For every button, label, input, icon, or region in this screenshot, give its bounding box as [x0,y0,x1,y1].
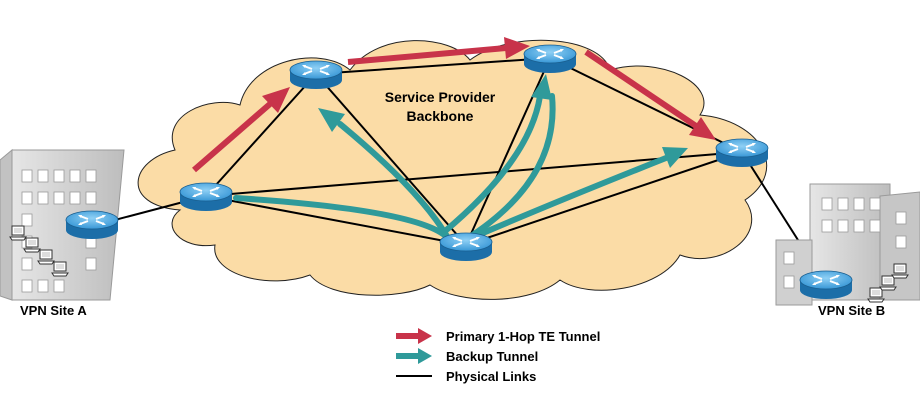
legend-physical-label: Physical Links [446,369,536,384]
backup-tunnel-path [473,155,669,239]
router-icon[interactable] [439,232,493,262]
backup-arrowhead [662,147,688,168]
primary-tunnels [192,37,716,173]
router-icon[interactable] [289,60,343,90]
legend: Primary 1-Hop TE Tunnel Backup Tunnel Ph… [396,328,600,384]
legend-primary-label: Primary 1-Hop TE Tunnel [446,329,600,344]
cloud-label-line2: Backbone [407,108,474,124]
site-b-label: VPN Site B [818,303,885,318]
primary-tunnel-arrow [192,87,290,173]
backbone-cloud [137,39,768,300]
backup-tunnel-path [462,93,556,243]
backup-arrowheads [318,74,688,168]
legend-backup-swatch [396,348,432,364]
router-icon[interactable] [179,182,233,212]
site-a-label: VPN Site A [20,303,87,318]
backup-arrowhead [318,108,345,132]
primary-tunnel-arrow [347,37,530,65]
backup-arrowhead [531,74,552,100]
router-icon[interactable] [65,210,119,240]
router-icon[interactable] [715,138,769,168]
router-icon[interactable] [799,270,853,300]
cloud-label-line1: Service Provider [385,89,496,105]
router-icon[interactable] [523,44,577,74]
legend-backup-label: Backup Tunnel [446,349,538,364]
legend-primary-swatch [396,328,432,344]
primary-tunnel-arrow [584,49,716,140]
backup-tunnel-path [441,93,543,235]
